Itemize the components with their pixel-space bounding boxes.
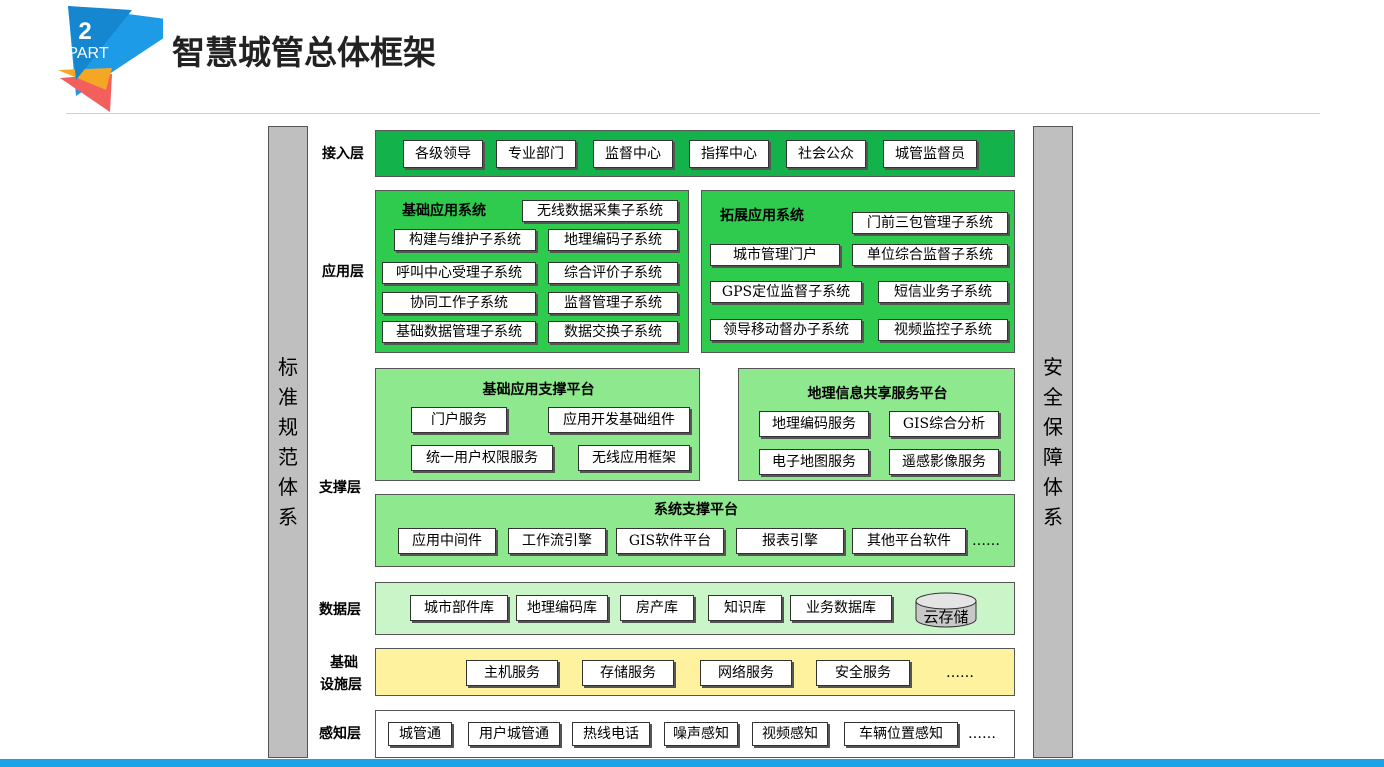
bottom-accent-bar — [0, 759, 1384, 767]
security-column: 安全保障体系 — [1033, 126, 1073, 758]
sensing-source: 热线电话 — [572, 722, 650, 746]
app-subsystem: 基础数据管理子系统 — [382, 321, 536, 343]
platform-software: 其他平台软件 — [852, 528, 966, 554]
geo-service: 遥感影像服务 — [889, 449, 999, 475]
data-layer-panel: 城市部件库 地理编码库 房产库 知识库 业务数据库 云存储 — [375, 582, 1015, 635]
geo-service: 电子地图服务 — [759, 449, 869, 475]
access-item: 社会公众 — [786, 140, 866, 168]
app-subsystem: 数据交换子系统 — [548, 321, 678, 343]
cloud-storage-icon — [915, 592, 977, 628]
geo-support-title: 地理信息共享服务平台 — [807, 386, 948, 402]
access-item: 城管监督员 — [883, 140, 977, 168]
part-badge-shape-icon — [58, 6, 188, 112]
database: 城市部件库 — [410, 595, 508, 621]
platform-software: 工作流引擎 — [508, 528, 606, 554]
app-subsystem: 门前三包管理子系统 — [852, 212, 1008, 234]
app-subsystem: 无线数据采集子系统 — [522, 200, 678, 222]
basic-support-panel: 基础应用支撑平台 门户服务 应用开发基础组件 统一用户权限服务 无线应用框架 — [375, 368, 700, 481]
support-service: 无线应用框架 — [578, 445, 690, 471]
platform-software: GIS软件平台 — [616, 528, 724, 554]
ext-app-panel: 拓展应用系统 门前三包管理子系统 城市管理门户 单位综合监督子系统 GPS定位监… — [701, 190, 1015, 353]
infra-layer-panel: 主机服务 存储服务 网络服务 安全服务 …… — [375, 648, 1015, 696]
sensing-layer-panel: 城管通 用户城管通 热线电话 噪声感知 视频感知 车辆位置感知 …… — [375, 710, 1015, 758]
platform-software: 应用中间件 — [398, 528, 496, 554]
geo-service: 地理编码服务 — [759, 411, 869, 437]
layer-label-infra-2: 设施层 — [320, 677, 362, 693]
part-label: PART — [67, 45, 109, 62]
part-number: 2 — [78, 18, 92, 45]
app-subsystem: 领导移动督办子系统 — [710, 319, 862, 341]
database: 业务数据库 — [790, 595, 892, 621]
database: 知识库 — [708, 595, 782, 621]
sensing-source: 城管通 — [388, 722, 452, 746]
layer-label-infra-1: 基础 — [330, 655, 358, 671]
sensing-source: 用户城管通 — [468, 722, 560, 746]
platform-software: 报表引擎 — [736, 528, 844, 554]
app-subsystem: 综合评价子系统 — [548, 262, 678, 284]
app-subsystem: 城市管理门户 — [710, 244, 840, 266]
access-item: 各级领导 — [403, 140, 483, 168]
layer-label-application: 应用层 — [322, 264, 364, 280]
cloud-storage-label: 云存储 — [923, 608, 969, 626]
basic-support-title: 基础应用支撑平台 — [482, 382, 595, 398]
sys-support-more: …… — [972, 533, 1000, 549]
sys-support-panel: 系统支撑平台 应用中间件 工作流引擎 GIS软件平台 报表引擎 其他平台软件 …… — [375, 494, 1015, 567]
access-item: 指挥中心 — [689, 140, 769, 168]
layer-label-sensing: 感知层 — [319, 726, 361, 742]
database: 房产库 — [620, 595, 694, 621]
basic-app-title: 基础应用系统 — [402, 203, 486, 219]
infra-service: 存储服务 — [582, 660, 674, 686]
security-label: 安全保障体系 — [1043, 355, 1063, 529]
layer-label-support: 支撑层 — [319, 480, 361, 496]
geo-service: GIS综合分析 — [889, 411, 999, 437]
infra-service: 主机服务 — [466, 660, 558, 686]
layer-label-data: 数据层 — [319, 602, 361, 618]
layer-label-access: 接入层 — [322, 146, 364, 162]
app-subsystem: 构建与维护子系统 — [394, 229, 536, 251]
infra-service: 安全服务 — [816, 660, 910, 686]
database: 地理编码库 — [516, 595, 608, 621]
sensing-source: 视频感知 — [752, 722, 828, 746]
support-service: 应用开发基础组件 — [548, 407, 690, 433]
app-subsystem: 呼叫中心受理子系统 — [382, 262, 536, 284]
header-divider — [66, 113, 1320, 114]
sensing-more: …… — [968, 726, 996, 742]
infra-service: 网络服务 — [700, 660, 792, 686]
app-subsystem: 视频监控子系统 — [878, 319, 1008, 341]
app-subsystem: 单位综合监督子系统 — [852, 244, 1008, 266]
access-item: 专业部门 — [496, 140, 576, 168]
sys-support-title: 系统支撑平台 — [654, 502, 738, 518]
app-subsystem: GPS定位监督子系统 — [710, 281, 862, 303]
sensing-source: 车辆位置感知 — [844, 722, 958, 746]
app-subsystem: 短信业务子系统 — [878, 281, 1008, 303]
page-title: 智慧城管总体框架 — [172, 33, 436, 72]
app-subsystem: 监督管理子系统 — [548, 292, 678, 314]
app-subsystem: 协同工作子系统 — [382, 292, 536, 314]
infra-more: …… — [946, 665, 974, 681]
geo-support-panel: 地理信息共享服务平台 地理编码服务 GIS综合分析 电子地图服务 遥感影像服务 — [738, 368, 1015, 481]
app-subsystem: 地理编码子系统 — [548, 229, 678, 251]
sensing-source: 噪声感知 — [664, 722, 738, 746]
ext-app-title: 拓展应用系统 — [720, 208, 804, 224]
standards-label: 标准规范体系 — [278, 355, 298, 529]
access-layer-panel: 各级领导 专业部门 监督中心 指挥中心 社会公众 城管监督员 — [375, 130, 1015, 177]
support-service: 统一用户权限服务 — [411, 445, 553, 471]
basic-app-panel: 基础应用系统 无线数据采集子系统 构建与维护子系统 地理编码子系统 呼叫中心受理… — [375, 190, 689, 353]
support-service: 门户服务 — [411, 407, 507, 433]
part-badge — [28, 0, 188, 115]
access-item: 监督中心 — [593, 140, 673, 168]
standards-column: 标准规范体系 — [268, 126, 308, 758]
